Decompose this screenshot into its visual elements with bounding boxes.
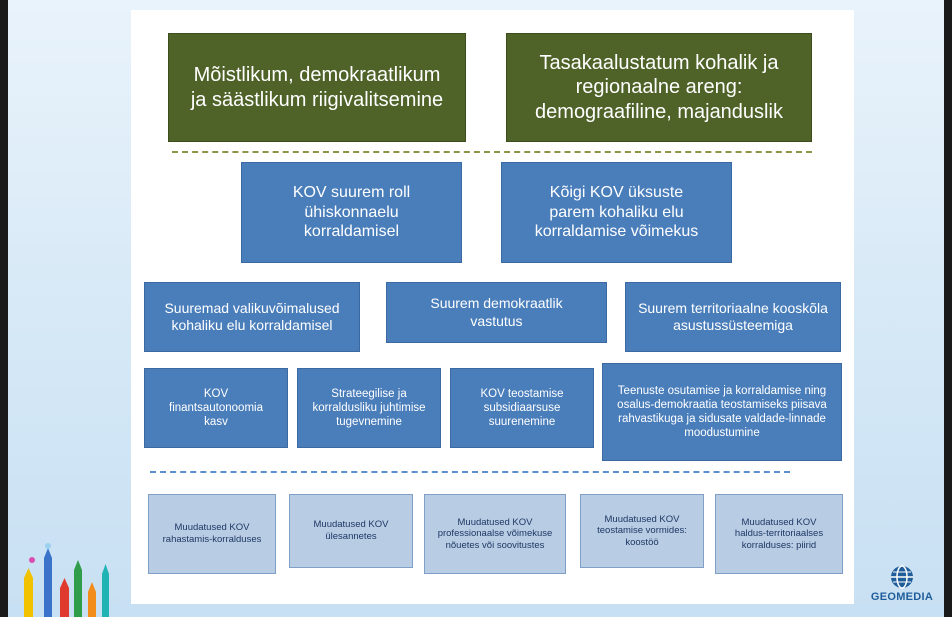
crayons-decoration-icon <box>24 543 109 617</box>
level3-accountability-text: Suurem demokraatlik vastutus <box>430 295 563 329</box>
change-box-financing: Muudatused KOV rahastamis-korralduses <box>148 494 276 574</box>
level2-box-role: KOV suurem roll ühiskonnaelu korraldamis… <box>241 162 462 263</box>
level4-finance-text: KOV finantsautonoomia kasv <box>169 387 263 428</box>
level3-territorial-text: Suurem territoriaalne kooskõla asustussü… <box>638 299 828 333</box>
goal-box-governance: Mõistlikum, demokraatlikum ja säästlikum… <box>168 33 466 142</box>
logo-text: GEOMEDIA <box>870 591 934 603</box>
change-borders-text: Muudatused KOV haldus-territoriaalses ko… <box>734 516 824 551</box>
level3-box-territorial: Suurem territoriaalne kooskõla asustussü… <box>625 282 841 352</box>
level4-box-management: Strateegilise ja korraldusliku juhtimise… <box>297 368 441 448</box>
globe-icon <box>891 565 913 589</box>
level4-box-finance: KOV finantsautonoomia kasv <box>144 368 288 448</box>
level2-box-capacity: Kõigi KOV üksuste parem kohaliku elu kor… <box>501 162 732 263</box>
level2-capacity-text: Kõigi KOV üksuste parem kohaliku elu kor… <box>534 184 699 241</box>
level4-merger-text: Teenuste osutamise ja korraldamise ning … <box>617 384 827 440</box>
level3-choices-text: Suuremad valikuvõimalused kohaliku elu k… <box>164 299 340 333</box>
change-competence-text: Muudatused KOV professionaalse võimekuse… <box>437 516 553 551</box>
change-box-competence: Muudatused KOV professionaalse võimekuse… <box>424 494 566 574</box>
goal-governance-text: Mõistlikum, demokraatlikum ja säästlikum… <box>190 64 444 111</box>
level3-box-choices: Suuremad valikuvõimalused kohaliku elu k… <box>144 282 360 352</box>
geomedia-logo: GEOMEDIA <box>860 560 944 612</box>
goal-regional-text: Tasakaalustatum kohalik ja regionaalne a… <box>535 51 783 123</box>
level3-box-accountability: Suurem demokraatlik vastutus <box>386 282 607 343</box>
level4-box-subsidiarity: KOV teostamise subsidiaarsuse suurenemin… <box>450 368 594 448</box>
level2-role-text: KOV suurem roll ühiskonnaelu korraldamis… <box>292 184 411 241</box>
goal-box-regional: Tasakaalustatum kohalik ja regionaalne a… <box>506 33 812 142</box>
change-cooperation-text: Muudatused KOV teostamise vormides: koos… <box>597 513 687 548</box>
level4-management-text: Strateegilise ja korraldusliku juhtimise… <box>312 387 426 428</box>
change-box-cooperation: Muudatused KOV teostamise vormides: koos… <box>580 494 704 568</box>
window-border-left <box>0 0 8 617</box>
change-box-tasks: Muudatused KOV ülesannetes <box>289 494 413 568</box>
separator-dashed-blue <box>150 471 790 473</box>
change-box-borders: Muudatused KOV haldus-territoriaalses ko… <box>715 494 843 574</box>
level4-subsidiarity-text: KOV teostamise subsidiaarsuse suurenemin… <box>480 387 564 428</box>
window-border-right <box>944 0 952 617</box>
change-financing-text: Muudatused KOV rahastamis-korralduses <box>162 522 262 545</box>
level4-box-merger: Teenuste osutamise ja korraldamise ning … <box>602 363 842 461</box>
separator-dashed-olive <box>172 151 812 153</box>
change-tasks-text: Muudatused KOV ülesannetes <box>313 519 389 542</box>
